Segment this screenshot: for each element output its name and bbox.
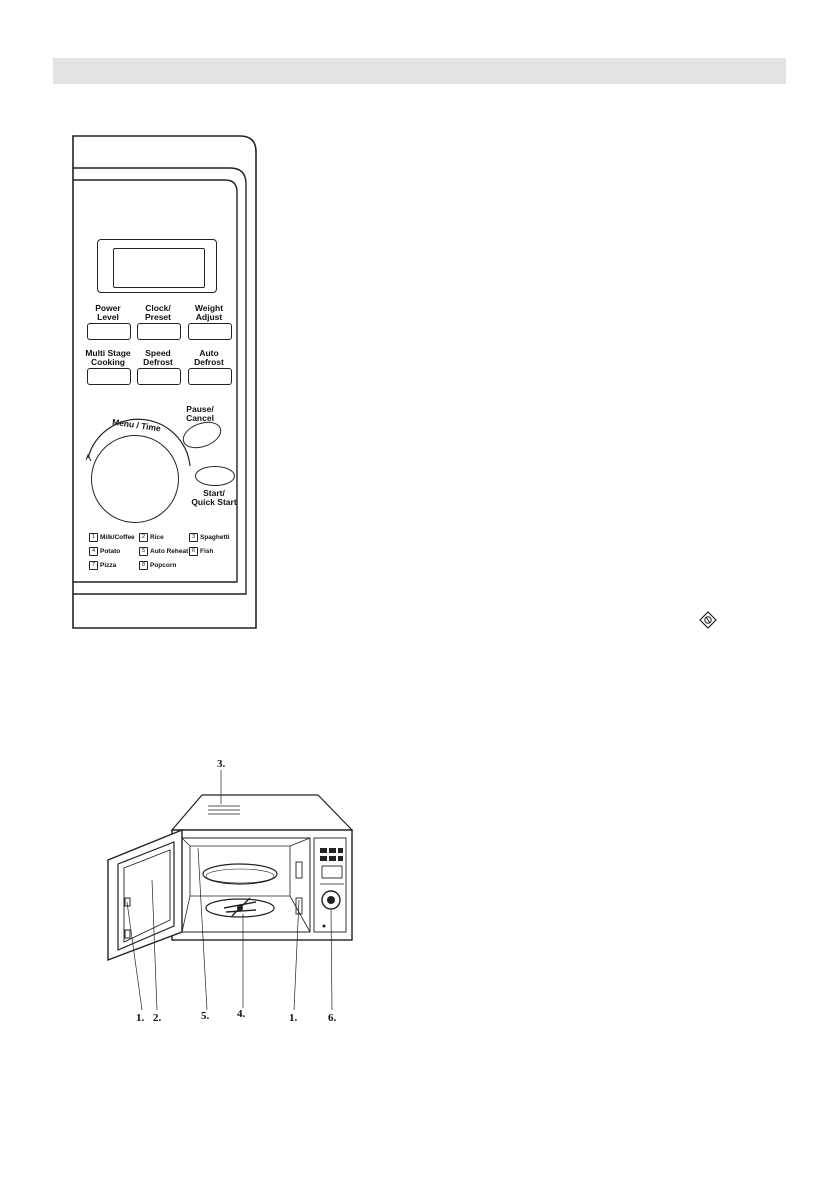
callout-1-door: 1. [136,1012,145,1024]
auto-defrost-button[interactable] [188,368,232,385]
power-level-label: Power Level [95,303,121,322]
multi-stage-button[interactable] [87,368,131,385]
clock-preset-label: Clock/ Preset [145,303,171,322]
start-button[interactable] [195,466,235,486]
weight-adjust-button[interactable] [188,323,232,340]
weight-adjust-label: Weight Adjust [194,303,224,322]
callout-3: 3. [217,758,226,770]
callout-6: 6. [328,1012,337,1024]
callout-5: 5. [201,1010,210,1022]
display-window [113,248,205,288]
oven-illustration [107,770,354,1011]
speed-defrost-button[interactable] [137,368,181,385]
power-level-button[interactable] [87,323,131,340]
panel-outline [72,135,257,629]
menu-time-dial[interactable] [91,435,179,523]
callout-1-latch: 1. [289,1012,298,1024]
speed-defrost-label: Speed Defrost [143,348,173,367]
header-bar [53,58,786,84]
callout-4: 4. [237,1008,246,1020]
callout-2: 2. [153,1012,162,1024]
auto-defrost-label: Auto Defrost [194,348,224,367]
start-label: Start/ Quick Start [191,488,237,507]
ce-mark-icon [699,611,717,629]
multi-stage-label: Multi Stage Cooking [85,348,131,367]
clock-preset-button[interactable] [137,323,181,340]
display-frame [97,239,217,293]
pause-cancel-label: Pause/ Cancel [186,404,214,423]
